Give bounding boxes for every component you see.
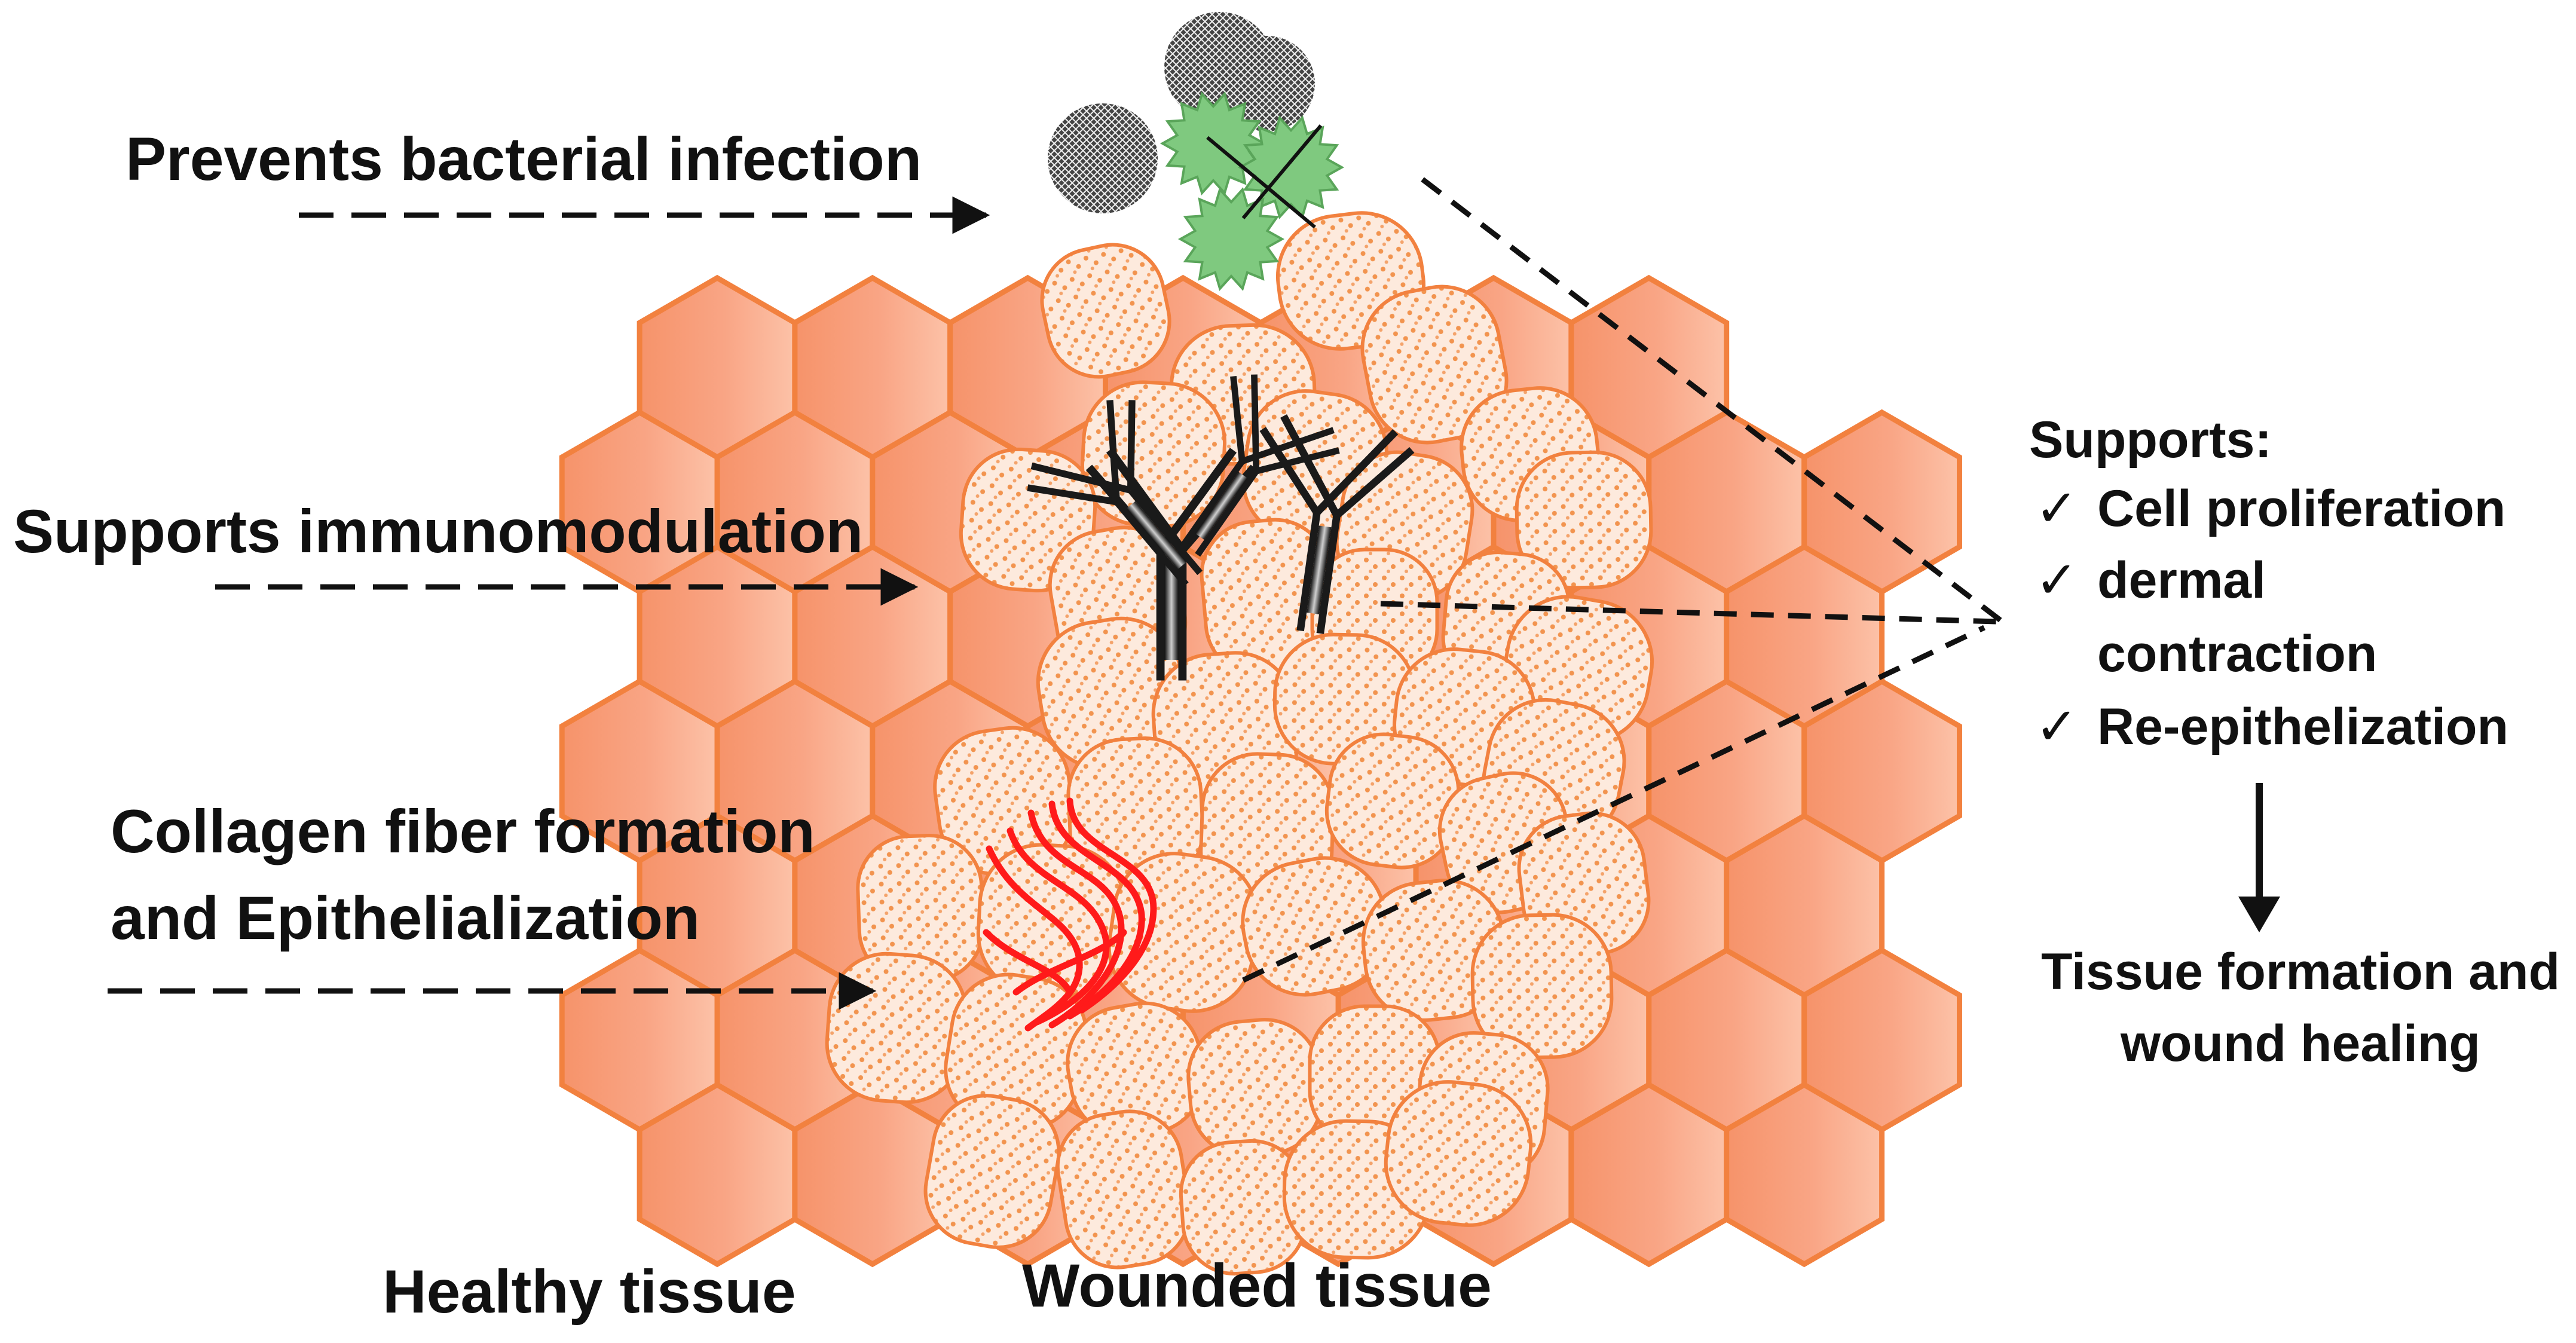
cross-mark bbox=[1206, 136, 1316, 229]
wound-cell bbox=[1040, 243, 1171, 379]
support-item-dermal: ✓dermal bbox=[2035, 550, 2266, 611]
support-item-cell-proliferation: ✓Cell proliferation bbox=[2035, 478, 2505, 540]
antibody-icon bbox=[1027, 400, 1203, 587]
bacteria-group bbox=[1048, 12, 1345, 291]
wound-cell bbox=[1360, 284, 1509, 445]
bacteria-icon bbox=[1177, 187, 1285, 291]
label-collagen-line1: Collagen fiber formation bbox=[111, 797, 815, 865]
dashed-arrows bbox=[108, 196, 990, 1010]
zoom-lines bbox=[1242, 177, 2004, 983]
arrow-down-head bbox=[2238, 897, 2280, 932]
antibody-icon bbox=[1259, 414, 1415, 634]
particle-icon bbox=[1048, 103, 1158, 213]
wound-cell bbox=[1515, 450, 1653, 590]
check-icon: ✓ bbox=[2035, 479, 2079, 539]
wound-cell bbox=[923, 1094, 1061, 1249]
label-prevents-bacterial-infection: Prevents bacterial infection bbox=[126, 125, 922, 193]
label-collagen-line2: and Epithelialization bbox=[111, 884, 700, 952]
cross-mark bbox=[1241, 124, 1323, 219]
antibody-icon bbox=[1180, 374, 1340, 557]
check-icon: ✓ bbox=[2035, 550, 2079, 610]
antibody-group bbox=[1027, 374, 1415, 681]
collagen-fiber-icon bbox=[983, 797, 1157, 1032]
support-item-re-epithelization: ✓Re-epithelization bbox=[2035, 696, 2508, 758]
supports-title: Supports: bbox=[2029, 411, 2272, 469]
label-healthy-tissue: Healthy tissue bbox=[383, 1258, 796, 1326]
hexagon-cell bbox=[1724, 1081, 1885, 1268]
wound-cell bbox=[1384, 1080, 1533, 1227]
outcome-line1: Tissue formation and bbox=[2041, 943, 2560, 1001]
check-icon: ✓ bbox=[2035, 697, 2079, 757]
wound-cell bbox=[1470, 913, 1614, 1060]
label-wounded-tissue: Wounded tissue bbox=[1022, 1252, 1492, 1320]
support-item-contraction: contraction bbox=[2097, 625, 2378, 683]
outcome-line2: wound healing bbox=[2121, 1015, 2480, 1072]
label-supports-immunomodulation: Supports immunomodulation bbox=[13, 497, 864, 565]
